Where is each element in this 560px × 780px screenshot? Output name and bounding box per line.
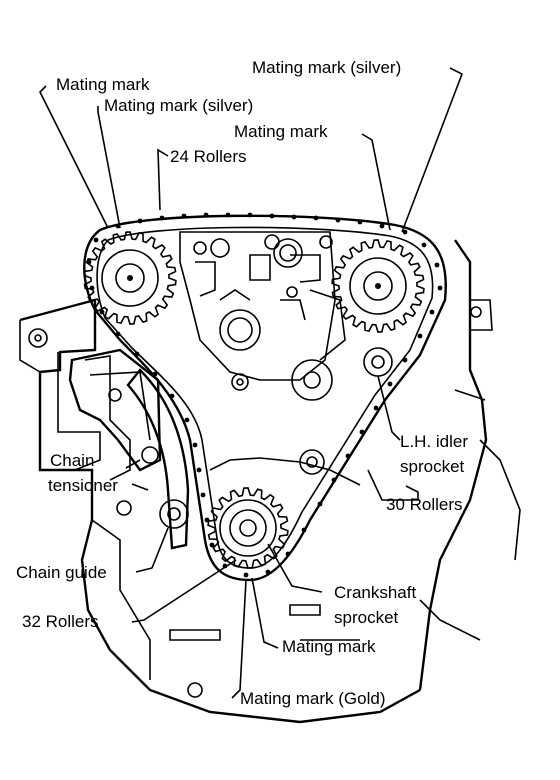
label-crankshaft-line2: sprocket (334, 608, 399, 627)
gear-icon (331, 239, 425, 333)
left-cam-sprocket (83, 231, 177, 325)
crankshaft-sprocket (207, 487, 289, 569)
label-chain-tensioner-line2: tensioner (48, 476, 118, 495)
label-mating-mark-left: Mating mark (56, 75, 150, 94)
chain-guide (126, 368, 190, 550)
label-32-rollers: 32 Rollers (22, 612, 99, 631)
label-mating-mark-gold: Mating mark (Gold) (240, 689, 385, 708)
label-24-rollers: 24 Rollers (170, 147, 247, 166)
gear-icon (207, 487, 289, 569)
gear-icon (83, 231, 177, 325)
label-30-rollers: 30 Rollers (386, 495, 463, 514)
leader-lines (39, 67, 464, 699)
label-lh-idler-line2: sprocket (400, 457, 465, 476)
label-lh-idler-line1: L.H. idler (400, 432, 468, 451)
label-mating-mark-silver-right: Mating mark (silver) (252, 58, 401, 77)
label-chain-guide: Chain guide (16, 563, 107, 582)
label-mating-mark-right: Mating mark (234, 122, 328, 141)
timing-chain (83, 212, 447, 582)
inner-timing-plate (179, 231, 361, 486)
engine-housing (19, 239, 521, 724)
right-cam-sprocket (331, 239, 425, 333)
label-chain-tensioner-line1: Chain (50, 451, 94, 470)
lh-idler-sprocket (299, 347, 393, 475)
label-mating-mark-bottom: Mating mark (282, 637, 376, 656)
label-mating-mark-silver-left: Mating mark (silver) (104, 96, 253, 115)
label-crankshaft-line1: Crankshaft (334, 583, 416, 602)
chain-tensioner (68, 348, 162, 472)
